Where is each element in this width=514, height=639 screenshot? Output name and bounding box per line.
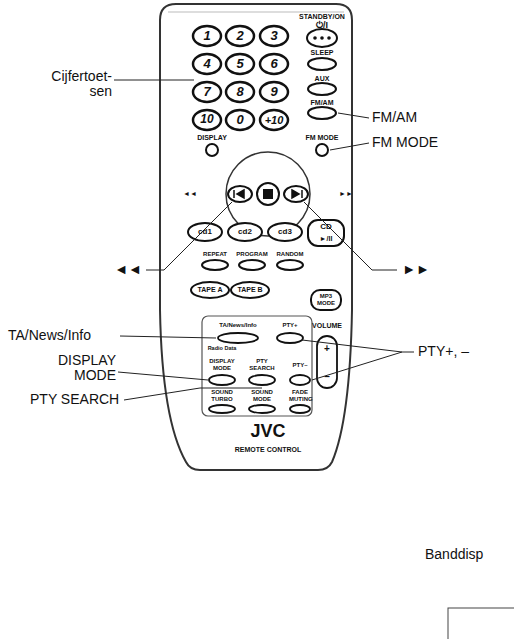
button-label: ◄◄ [183,190,197,198]
key-number: 8 [236,85,243,99]
callout-label: PTY SEARCH [30,392,119,407]
button-label: Radio Data [208,345,237,351]
callout-label: Banddisp [425,547,483,562]
button-label: – [324,371,330,382]
brand-logo: JVC [250,422,285,442]
key-number: +10 [265,114,284,126]
button-label: PTY– [292,362,307,369]
key-number: 3 [270,29,277,43]
button-label: REPEAT [203,251,227,258]
callout-label: ►► [402,262,430,277]
button-label: MP3 MODE [314,293,338,306]
callout-label: ◄◄ [114,262,142,277]
callout-label: Cijfertoet- sen [34,69,112,100]
button-label: DISPLAY MODE [205,358,239,371]
button-label: RANDOM [277,251,304,258]
key-number: 6 [270,57,277,71]
callout-label: DISPLAY MODE [46,353,116,384]
button-label: TAPE B [237,286,262,294]
button-label: PROGRAM [236,251,267,258]
key-number: 7 [203,85,210,99]
button-label: CD [320,223,332,232]
button-label: FM MODE [305,134,338,142]
button-label: AUX [315,75,330,83]
button-label: cd2 [238,228,252,237]
button-label: FADE MUTING [289,389,311,402]
callout-label: PTY+, – [418,344,469,359]
button-label: SOUND MODE [245,389,279,402]
button-label: FM/AM [311,99,334,107]
key-number: 10 [200,113,213,126]
button-label: + [324,343,330,354]
callout-label: TA/News/Info [8,328,91,343]
button-label: PTY+ [282,322,297,329]
key-number: 5 [236,57,243,71]
key-number: 9 [270,85,277,99]
button-label: PTY SEARCH [245,358,279,371]
button-label: ►► [339,190,353,198]
key-number: 2 [236,29,243,43]
key-number: 1 [203,29,210,43]
callout-label: FM/AM [372,110,417,125]
button-label: DISPLAY [197,134,227,142]
button-label: cd1 [198,228,212,237]
button-label: ⏻/I [316,21,328,31]
button-label: cd3 [278,228,292,237]
button-label: ►/II [320,235,333,243]
button-label: TA/News/Info [219,322,257,329]
brand-caption: REMOTE CONTROL [235,446,302,454]
key-number: 0 [236,113,243,127]
button-label: SOUND TURBO [205,389,239,402]
callout-label: FM MODE [372,135,438,150]
button-label: VOLUME [312,322,342,330]
button-label: SLEEP [311,49,334,57]
button-label: STANDBY/ON [299,13,345,21]
button-label: TAPE A [198,286,223,294]
key-number: 4 [203,57,210,71]
